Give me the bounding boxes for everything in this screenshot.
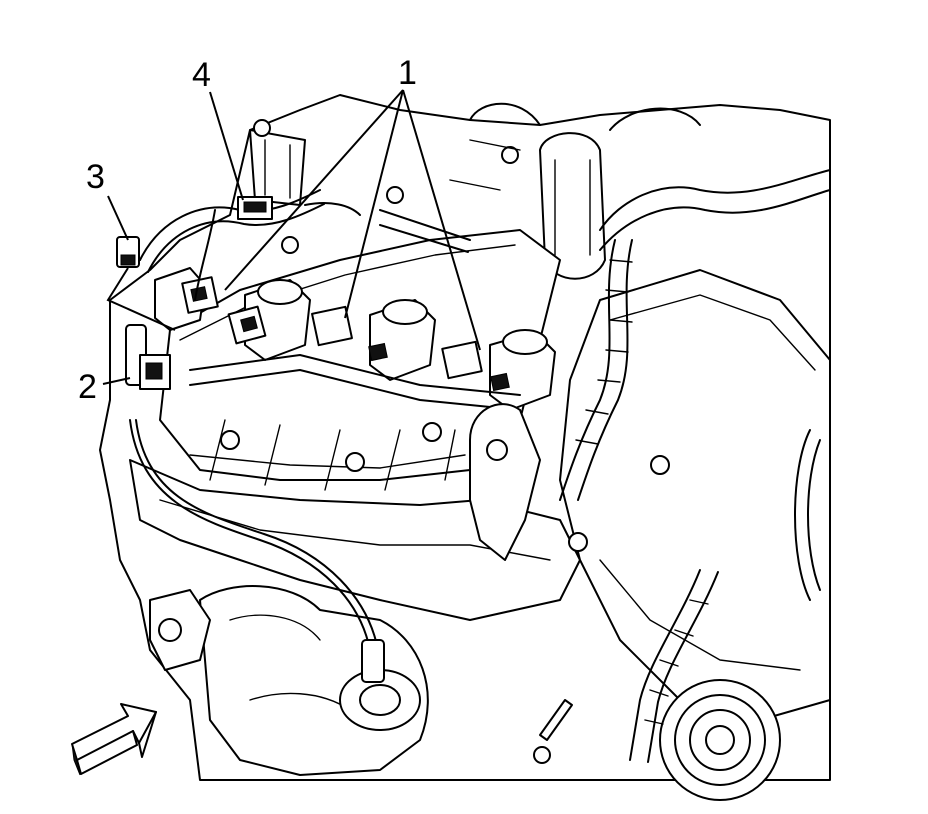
sensor-3 (116, 236, 140, 268)
ignition-coil-2 (311, 299, 436, 381)
view-direction-arrow-icon (71, 703, 157, 776)
callout-1: 1 (398, 54, 417, 92)
ignition-coil-3 (441, 329, 556, 411)
callout-3: 3 (86, 158, 105, 196)
connector-2 (125, 324, 171, 390)
engine-line-art (99, 94, 831, 801)
callout-4: 4 (192, 56, 211, 94)
leader-lines (102, 89, 481, 385)
ignition-coil-1 (227, 279, 311, 361)
callout-2: 2 (78, 368, 97, 406)
